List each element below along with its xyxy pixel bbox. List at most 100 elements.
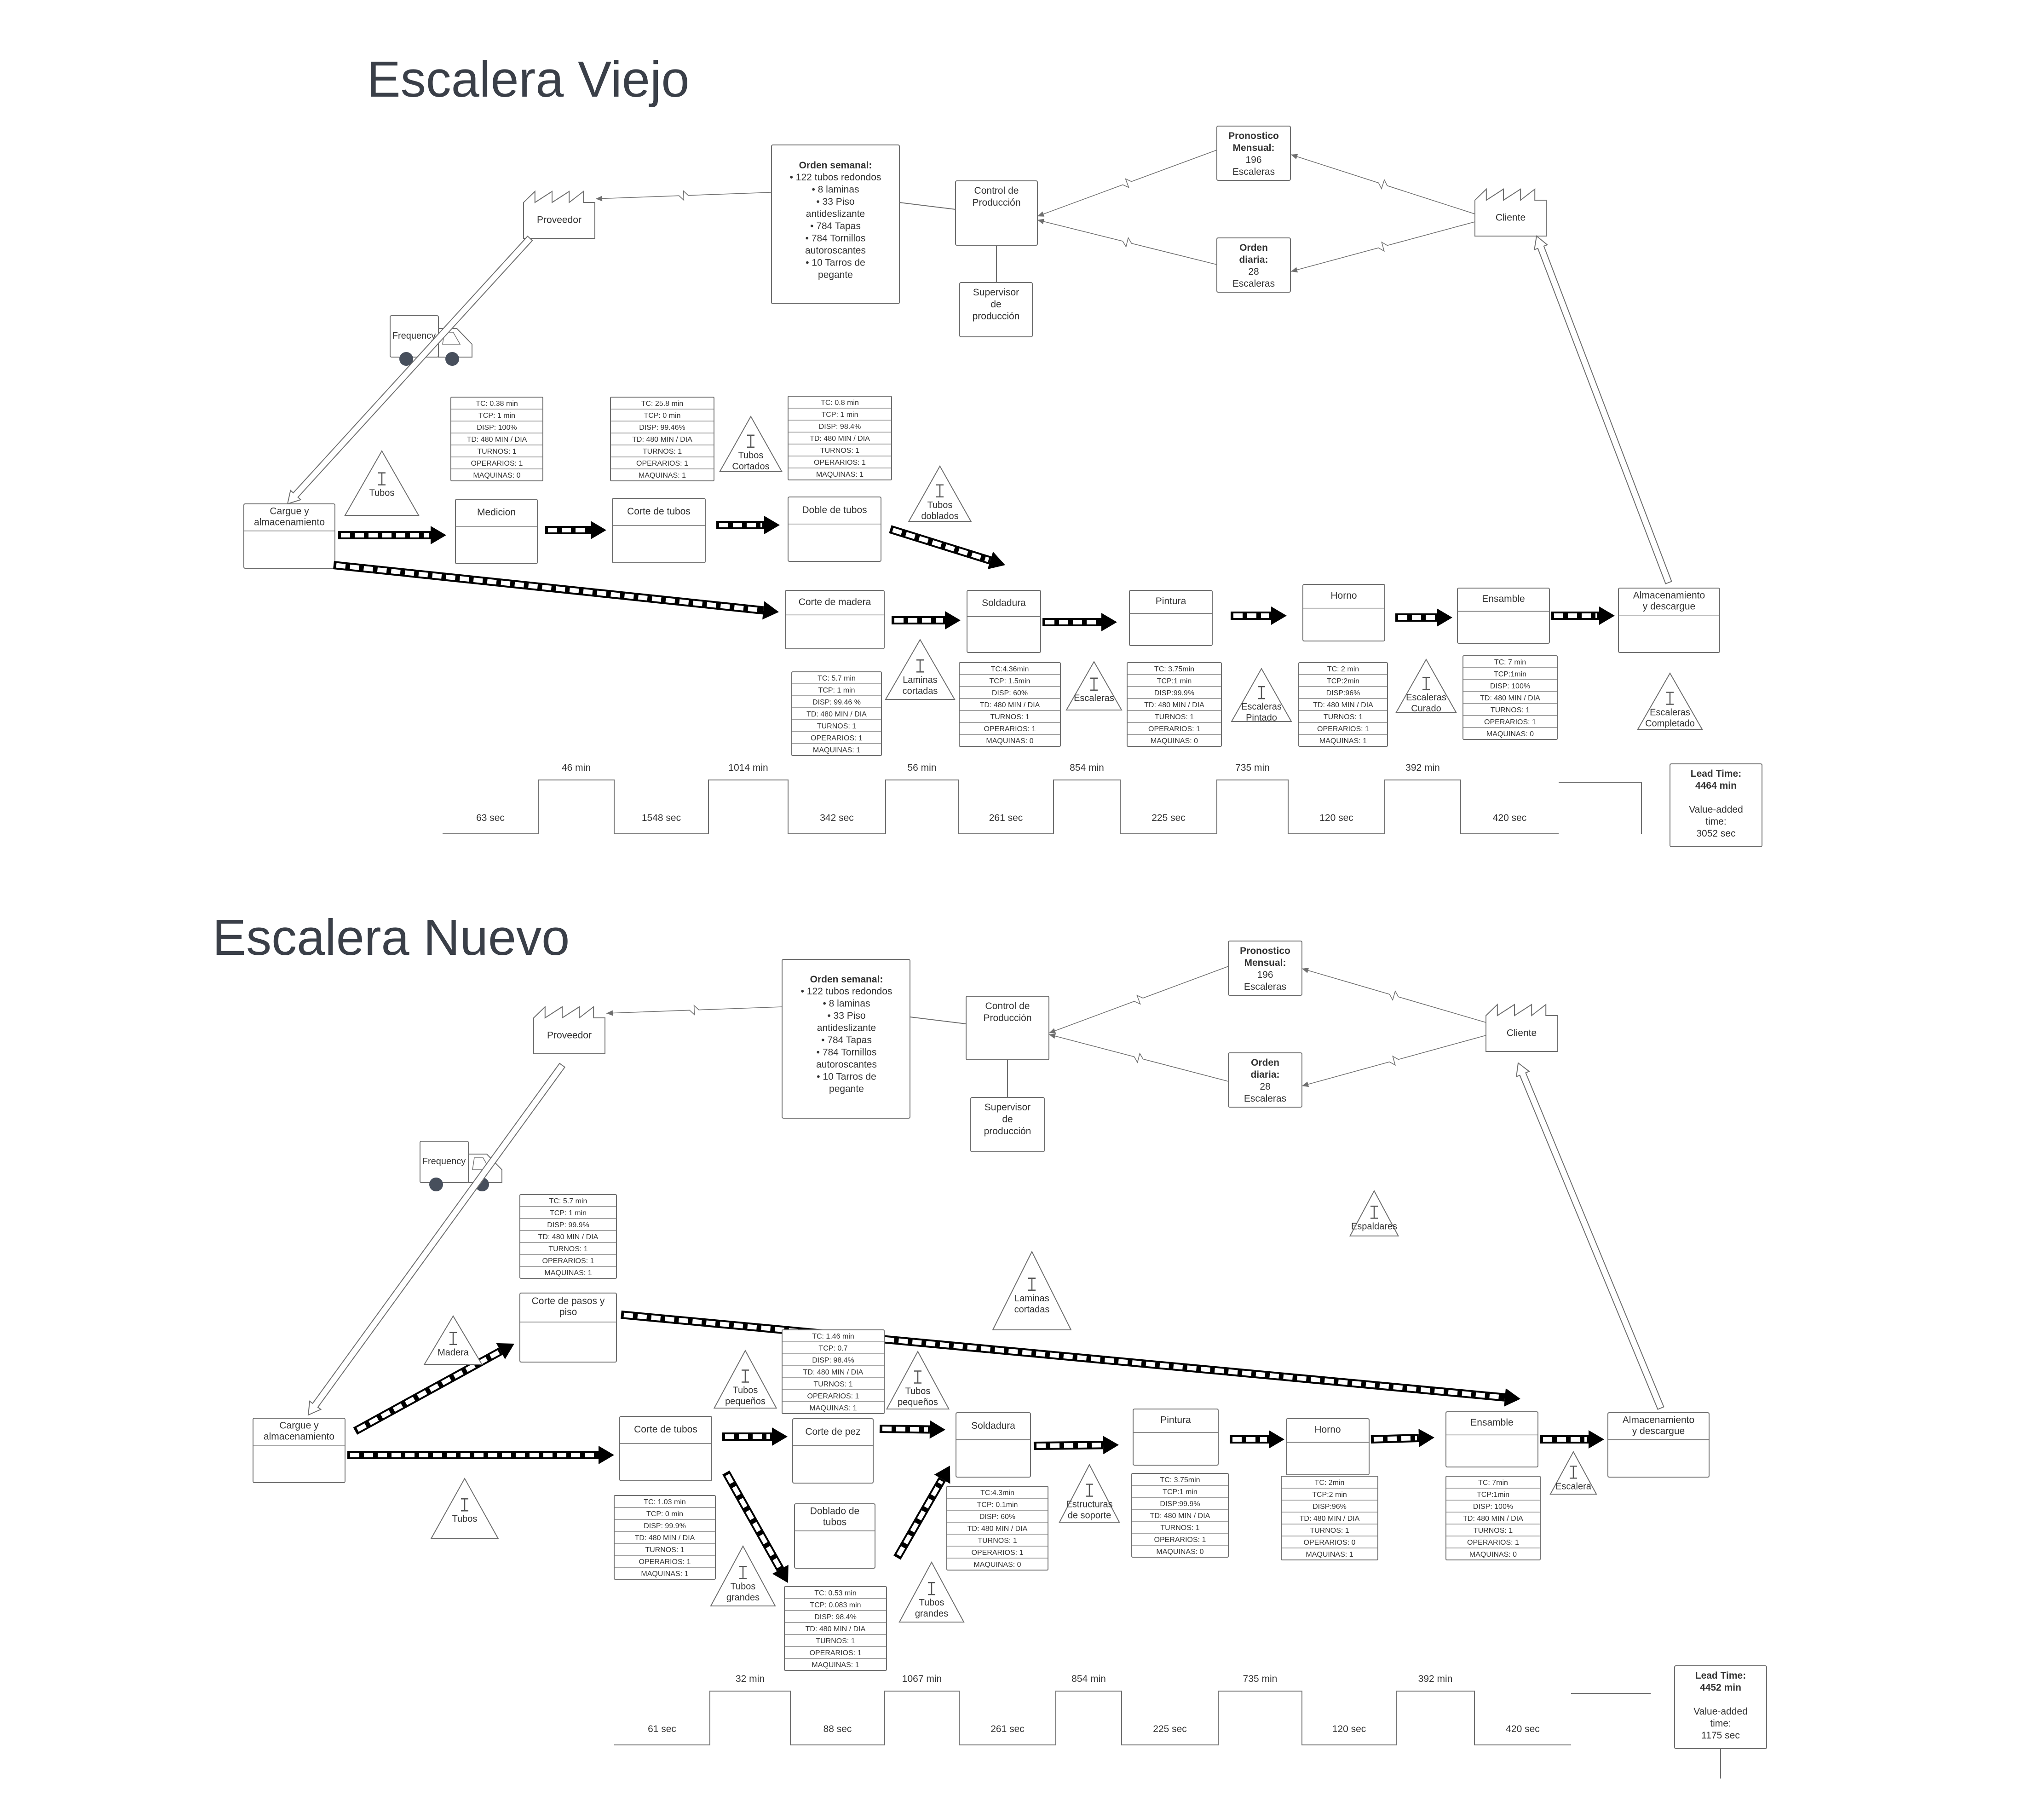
lead-time-box-text: Lead Time: [1695,1670,1746,1681]
data-box-row: TURNOS: 1 [548,1245,587,1253]
weekly-order-line: • 784 Tornillos [806,233,866,244]
process-label: Doblado de [810,1506,859,1516]
data-box-row: TCP:2 min [1312,1491,1347,1499]
data-box-row: TC:4.36min [991,665,1029,673]
process-label: Cargue y [279,1420,319,1431]
process-rect [788,497,881,562]
data-box-rect [1445,1476,1541,1560]
push-arrow-stripes [896,1479,944,1557]
daily-order-box-text: Orden [1239,243,1268,253]
info-arrow [606,1005,783,1016]
data-box-row: TD: 480 MIN / DIA [810,435,870,443]
data-box-row: DISP: 98.4% [812,1357,854,1364]
inventory-i-icon [914,1370,921,1384]
data-box-row: DISP: 99.9% [644,1522,686,1530]
inventory-i-icon [1370,1206,1378,1219]
weekly-order-line: autoroscantes [816,1059,877,1070]
info-arrow-head [606,1010,613,1016]
weekly-order-line: • 33 Piso [827,1011,865,1021]
data-box-row: TURNOS: 1 [978,1537,1017,1545]
inventory-i-icon [747,434,754,448]
data-box-row: TD: 480 MIN / DIA [467,436,527,444]
process-rect [253,1418,345,1483]
inventory-label: Tubos [369,488,395,498]
timeline-path [443,780,1559,834]
production-control-box-text: Control de [985,1001,1030,1011]
process-box: Corte de pez [792,1418,874,1484]
process-rect [1133,1409,1219,1466]
data-box-row: TC: 1.03 min [644,1498,686,1506]
lead-time-box-text: 4464 min [1695,780,1737,791]
inventory-label: doblados [921,511,958,521]
data-box-row: TC: 0.8 min [821,399,859,407]
process-label: Pintura [1160,1415,1191,1426]
push-arrow-head [1418,1428,1434,1447]
push-arrow-head [1271,606,1287,625]
process-box: Doble de tubos [788,497,881,562]
value-added-time: 261 sec [989,813,1023,823]
data-box-row: MAQUINAS: 0 [1486,730,1534,738]
inventory-label: Tubos [452,1514,478,1524]
inventory-i-icon [1570,1466,1577,1479]
lead-time-box-text: Lead Time: [1691,768,1741,779]
value-added-time: 225 sec [1153,1724,1187,1734]
weekly-order-line: • 8 laminas [812,185,859,195]
weekly-order-heading: Orden semanal: [799,160,872,171]
lead-time-segment: 1014 min [728,762,768,773]
factory-label: Proveedor [537,214,582,225]
weekly-order-line: • 784 Tapas [821,1035,872,1045]
inventory-i-icon [1028,1277,1036,1291]
push-arrow-head [1101,613,1117,631]
data-box-row: TURNOS: 1 [1155,713,1194,721]
factory-shape [1474,188,1547,237]
data-box-row: TD: 480 MIN / DIA [803,1369,864,1376]
shipment-arrow-shape [1533,235,1672,584]
data-box-row: TCP: 0 min [644,412,680,420]
push-arrow-stripes [725,1473,782,1569]
data-box-rect [784,1586,887,1671]
data-box-rect [788,396,892,480]
push-arrow [1230,1430,1284,1449]
data-box-row: TD: 480 MIN / DIA [1313,701,1373,709]
factory-icon: Proveedor [523,190,595,239]
weekly-order-rect [782,959,910,1119]
monthly-forecast-box-text: 196 [1257,970,1273,980]
weekly-order-box: Orden semanal:• 122 tubos redondos• 8 la… [771,144,900,304]
lead-time-segment: 735 min [1235,762,1270,773]
data-box-rect [946,1486,1048,1571]
data-box-row: DISP: 100% [1490,682,1530,690]
truck-icon: Frequency [390,315,472,366]
data-box-rect [614,1495,716,1580]
inventory-label: Escaleras [1406,693,1446,703]
inventory-i-icon [1086,1484,1093,1497]
data-box-row: TURNOS: 1 [477,448,516,456]
daily-order-box-text: Orden [1251,1057,1279,1068]
data-box-row: MAQUINAS: 0 [1151,737,1198,745]
data-box-row: TCP: 0 min [646,1510,683,1518]
data-box-row: TD: 480 MIN / DIA [538,1233,599,1241]
lead-time-box-text: time: [1710,1718,1731,1729]
inventory-label: cortadas [903,686,938,696]
push-arrow-stripes [336,563,762,612]
data-box-rect [959,662,1061,747]
lead-time-box-text: 1175 sec [1701,1730,1740,1741]
data-box-row: MAQUINAS: 0 [473,472,520,479]
inventory-label: grandes [915,1609,948,1619]
shipment-arrow [1533,235,1672,584]
process-label: Pintura [1156,596,1186,606]
data-box-row: TCP: 1 min [821,411,858,419]
daily-order-box-text: diaria: [1250,1069,1279,1080]
data-box-row: TD: 480 MIN / DIA [1150,1512,1210,1520]
data-box-row: MAQUINAS: 1 [641,1570,688,1578]
push-arrow [1231,606,1287,625]
monthly-forecast-box-rect [1216,126,1291,181]
